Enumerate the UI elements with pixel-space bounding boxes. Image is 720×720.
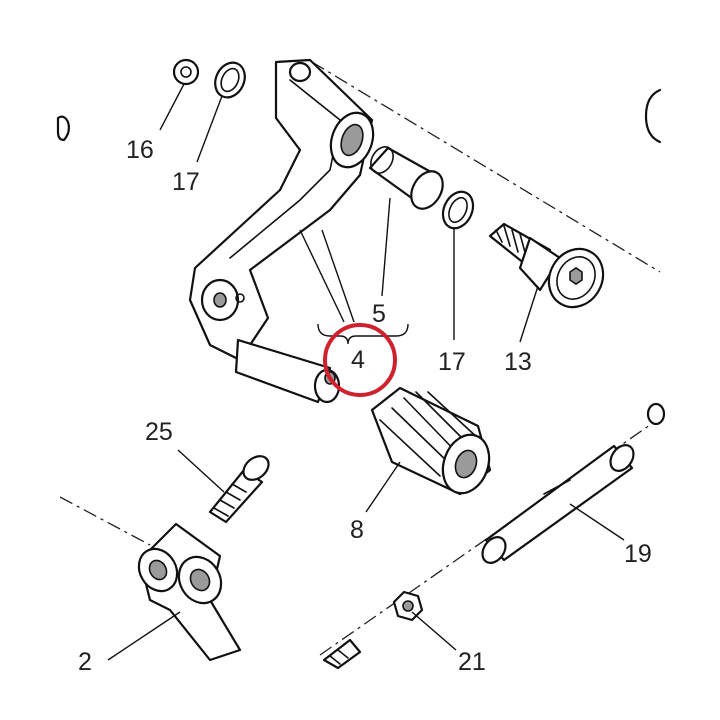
rubber-footpeg-8: [370, 386, 492, 496]
o-ring-17-top: [214, 61, 246, 99]
callout-25: 25: [145, 418, 173, 446]
bushing-5: [368, 146, 444, 210]
leader-lines: [107, 83, 625, 661]
bolt-bottom: [322, 638, 362, 670]
bolt-25: [208, 455, 270, 524]
pivot-bolt-13: [488, 222, 605, 309]
highlight-circle: [323, 323, 397, 397]
edge-part-left: [56, 115, 70, 142]
edge-part-right: [644, 88, 662, 144]
callout-21: 21: [458, 648, 486, 676]
callout-17-middle: 17: [438, 348, 466, 376]
callout-19: 19: [624, 540, 652, 568]
o-ring-17-middle: [441, 190, 475, 230]
callout-5: 5: [372, 300, 386, 328]
callout-16: 16: [126, 136, 154, 164]
washer-16: [172, 58, 200, 86]
nut-21: [392, 590, 424, 622]
callout-labels: 16 17 17 5 4 13 25 8 19 21 2: [78, 136, 652, 676]
shaft-19: [481, 402, 666, 564]
callout-8: 8: [350, 516, 364, 544]
callout-2: 2: [78, 648, 92, 676]
footpeg-rod-4: [234, 338, 341, 404]
shift-linkage-2: [137, 522, 242, 662]
callout-13: 13: [504, 348, 532, 376]
callout-4: 4: [351, 346, 365, 374]
callout-17-top: 17: [172, 168, 200, 196]
